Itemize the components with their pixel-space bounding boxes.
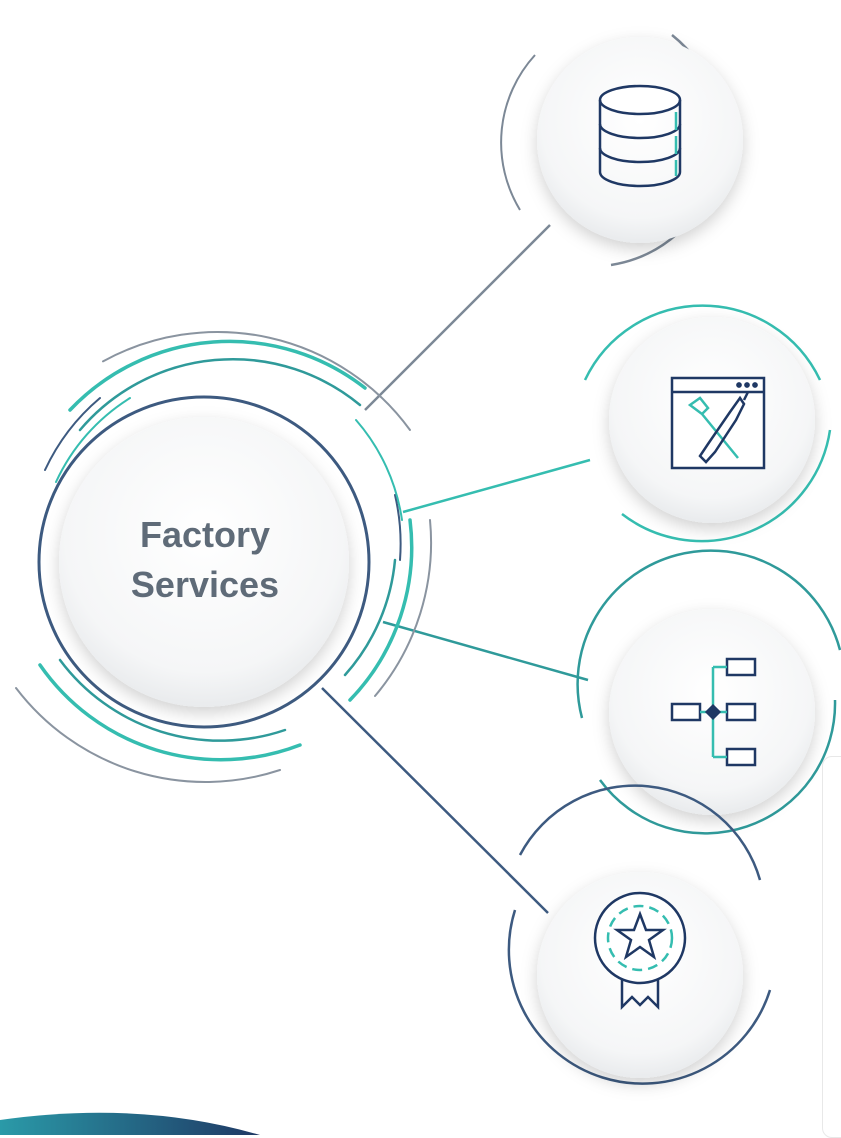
node-hierarchy[interactable] — [576, 549, 841, 835]
connector-database — [364, 224, 551, 411]
award-badge-icon — [593, 891, 687, 1011]
ring-outer-gray — [15, 331, 433, 783]
node-award-ring — [507, 784, 772, 1085]
tools-window-icon — [670, 376, 766, 470]
node-hierarchy-ring — [576, 549, 841, 835]
bottom-band — [0, 1112, 260, 1135]
center-title: Factory Services — [80, 510, 330, 610]
center-title-line-2: Services — [130, 564, 280, 605]
node-tools[interactable] — [583, 304, 832, 543]
ring-teal-outer — [38, 339, 414, 762]
database-icon — [598, 84, 682, 188]
center-title-line-1: Factory — [139, 514, 271, 555]
connectors — [321, 224, 591, 914]
center-node — [37, 395, 371, 729]
connector-tools — [402, 458, 591, 514]
center-rings — [15, 331, 433, 783]
connector-award — [321, 687, 549, 914]
connector-hierarchy — [382, 620, 589, 682]
node-tools-ring — [583, 304, 832, 543]
node-award[interactable] — [507, 784, 772, 1085]
ring-mid-slate — [44, 397, 402, 561]
node-database[interactable] — [500, 34, 743, 267]
hierarchy-chart-icon — [670, 657, 757, 767]
ring-teal-inner — [58, 357, 397, 742]
ring-teal-accent — [55, 397, 403, 521]
